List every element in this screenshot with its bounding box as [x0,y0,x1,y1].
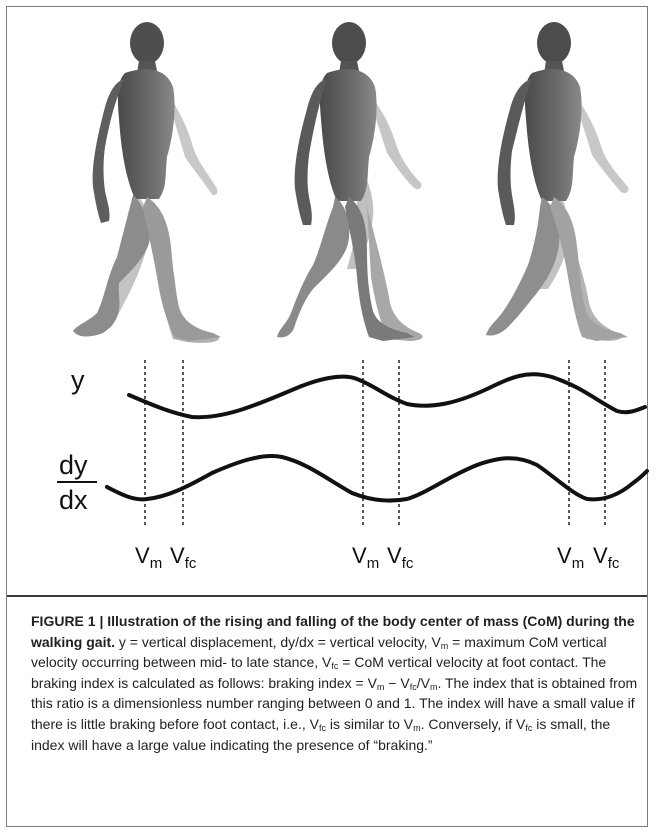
dx-label: dx [59,485,88,515]
caption-sub-fc-2: fc [410,682,417,692]
vfc-label-3: Vfc [593,543,620,572]
caption-text-1: y = vertical displacement, dy/dx = verti… [115,634,441,650]
vfc-label-2: Vfc [387,543,414,572]
vm-label-2: Vm [352,543,379,572]
caption-text-4: − V [384,675,409,691]
y-label: y [71,365,85,395]
vm-label-3: Vm [557,543,584,572]
svg-text:Vm: Vm [557,543,584,572]
caption-text-5: /V [417,675,430,691]
gait-illustration: y dy dx Vm Vfc Vm Vfc Vm Vfc [7,7,649,597]
walker-figure-2 [277,22,423,341]
svg-text:Vm: Vm [352,543,379,572]
caption-text-8: . Conversely, if V [421,716,526,732]
svg-text:Vfc: Vfc [593,543,620,572]
svg-text:Vfc: Vfc [170,543,197,572]
caption-text-7: is similar to V [326,716,413,732]
figure-frame: y dy dx Vm Vfc Vm Vfc Vm Vfc FIGURE 1 | … [6,6,648,827]
dy-label: dy [59,450,88,480]
caption-separator [7,595,647,597]
vm-label-1: Vm [135,543,162,572]
vfc-label-1: Vfc [170,543,197,572]
walker-figure-3 [486,22,628,341]
walker-figure-1 [73,22,221,343]
svg-text:Vm: Vm [135,543,162,572]
vertical-displacement-curve [129,374,645,417]
vertical-velocity-curve [107,456,647,501]
caption-sub-m-4: m [413,723,421,733]
figure-caption: FIGURE 1 | Illustration of the rising an… [31,611,641,755]
caption-sub-fc-3: fc [319,723,326,733]
svg-text:Vfc: Vfc [387,543,414,572]
